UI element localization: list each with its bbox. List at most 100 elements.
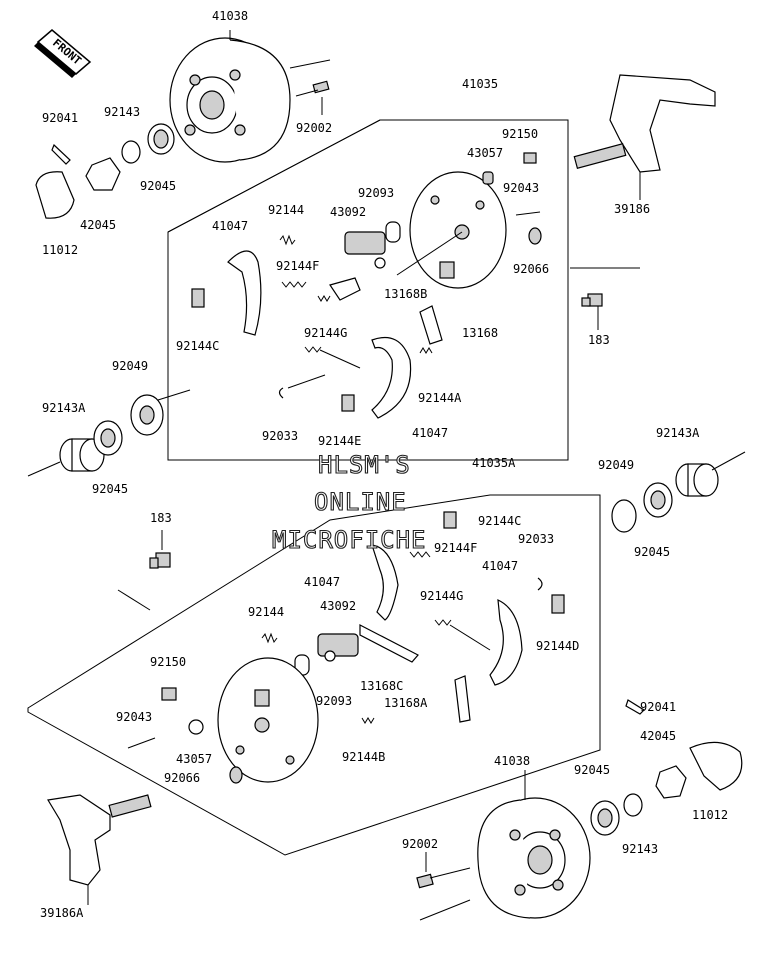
front-arrow-tag: FRONT (34, 29, 92, 78)
upper-plug (528, 227, 542, 245)
label-upper-cylinder: 43092 (330, 205, 366, 219)
lower-pin (127, 737, 156, 749)
label-lower-cylinder: 43092 (320, 599, 356, 613)
upper-lever-b (329, 277, 361, 301)
upper-cotter-pin (51, 143, 71, 165)
upper-bolt-panel (523, 152, 537, 164)
lower-plug (229, 766, 243, 784)
label-lower-assy-panel: 41035A (472, 456, 516, 470)
label-mid-left-bearing: 92045 (92, 482, 128, 496)
label-upper-spring: 92144 (268, 203, 304, 217)
upper-cap (35, 171, 75, 219)
lower-clip (537, 577, 543, 591)
label-lower-bolt: 92002 (402, 837, 438, 851)
label-upper-castle-nut: 42045 (80, 218, 116, 232)
label-upper-bolt-panel: 92150 (502, 127, 538, 141)
lower-shoe-right (489, 599, 523, 686)
lower-panel-outline (27, 494, 601, 856)
mid-right-bearing-stack (611, 463, 719, 533)
label-lower-plug: 92066 (164, 771, 200, 785)
watermark-line-2: ONLINE (314, 488, 407, 516)
label-upper-knuckle: 39186 (614, 202, 650, 216)
label-upper-pin: 92043 (503, 181, 539, 195)
label-upper-washer: 92143 (104, 105, 140, 119)
label-lower-bearing-outer: 92045 (574, 763, 610, 777)
label-lower-cap: 11012 (692, 808, 728, 822)
upper-panel-outline (167, 119, 569, 461)
label-upper-lever-b: 13168B (384, 287, 427, 301)
lower-spring (261, 632, 278, 644)
watermark-line-1: HLSM'S (318, 451, 411, 479)
label-lower-shoe-left: 41047 (304, 575, 340, 589)
upper-spring-a (419, 347, 433, 354)
upper-castle-nut (85, 157, 121, 191)
label-upper-cap-small: 43057 (467, 146, 503, 160)
label-lower-knuckle: 39186A (40, 906, 84, 920)
label-lower-spring-b: 92144B (342, 750, 385, 764)
label-mid-right-oil-seal: 92049 (598, 458, 634, 472)
label-lower-pin: 92043 (116, 710, 152, 724)
label-upper-drum: 41038 (212, 9, 248, 23)
label-mid-left-oil-seal: 92049 (112, 359, 148, 373)
label-mid-left-spacer: 92143A (42, 401, 86, 415)
lower-spring-b (361, 717, 375, 724)
upper-cap-small (482, 171, 494, 185)
lower-knuckle (47, 794, 152, 886)
lower-cap (689, 741, 743, 791)
label-upper-spring-c: 92144C (176, 339, 219, 353)
label-lower-washer: 92143 (622, 842, 658, 856)
upper-bolt-183 (581, 293, 603, 307)
lower-spring-c-clip (443, 511, 457, 529)
upper-washer (121, 140, 141, 164)
lower-drum (477, 797, 591, 919)
label-lower-bolt-panel: 92150 (150, 655, 186, 669)
upper-cylinder (344, 231, 386, 269)
lower-bolt (416, 867, 471, 889)
lower-spring-g (434, 619, 452, 626)
lower-lever-c (359, 624, 419, 663)
lower-bolt-panel (161, 687, 177, 701)
upper-spring-f (281, 281, 307, 288)
upper-lever-main (419, 305, 443, 345)
label-upper-spring-f: 92144F (276, 259, 319, 273)
lower-backing-plate (217, 657, 319, 783)
lower-cotter-pin (625, 699, 645, 715)
upper-spring (279, 234, 296, 246)
label-upper-spring-g: 92144G (304, 326, 347, 340)
lower-shoe-left (371, 544, 399, 621)
upper-spring-e-clip (341, 394, 355, 412)
upper-spring-g (304, 346, 322, 353)
label-upper-clip: 92033 (262, 429, 298, 443)
label-lower-spring-g: 92144G (420, 589, 463, 603)
upper-clip (278, 387, 284, 399)
label-lower-drum: 41038 (494, 754, 530, 768)
lower-castle-nut (655, 765, 687, 799)
label-lower-spring: 92144 (248, 605, 284, 619)
label-lower-cap-small: 43057 (176, 752, 212, 766)
label-upper-plug: 92066 (513, 262, 549, 276)
label-upper-spring-e: 92144E (318, 434, 361, 448)
label-lower-spring-c: 92144C (478, 514, 521, 528)
lower-spring-d-clip (551, 594, 565, 614)
lower-spring-f (409, 551, 431, 558)
lower-cap-small (188, 719, 204, 735)
upper-backing-plate (409, 171, 507, 289)
upper-spring-c-clip (191, 288, 205, 308)
label-lower-spring-d: 92144D (536, 639, 579, 653)
upper-drum (169, 37, 291, 163)
label-upper-shoe-left: 41047 (212, 219, 248, 233)
label-upper-shoe-right: 41047 (412, 426, 448, 440)
label-mid-right-spacer: 92143A (656, 426, 700, 440)
lower-lever-a (454, 675, 471, 723)
lower-cylinder (317, 633, 359, 662)
upper-knuckle (573, 74, 716, 173)
upper-shoe-left (227, 250, 262, 336)
label-lower-lever-c: 13168C (360, 679, 403, 693)
label-lower-cotter-pin: 92041 (640, 700, 676, 714)
label-lower-spring-f: 92144F (434, 541, 477, 555)
lower-washer (623, 793, 643, 817)
label-upper-cotter-pin: 92041 (42, 111, 78, 125)
label-upper-lever-main: 13168 (462, 326, 498, 340)
label-lower-clip: 92033 (518, 532, 554, 546)
